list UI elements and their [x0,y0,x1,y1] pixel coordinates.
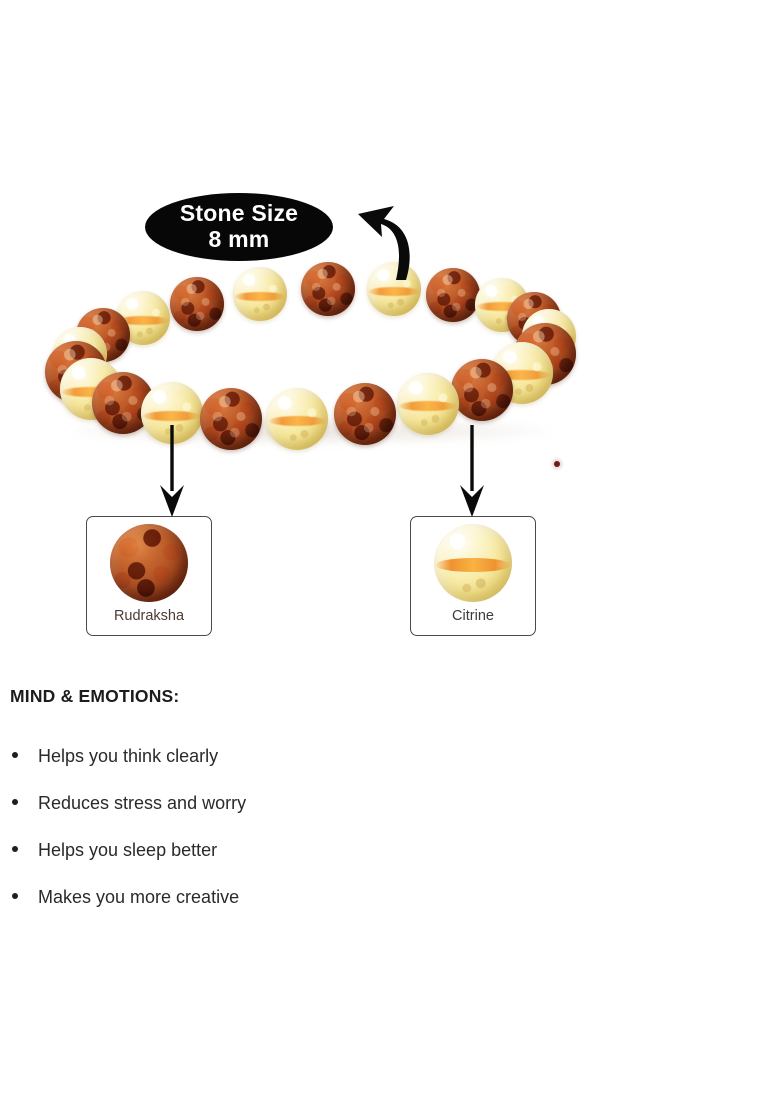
bead-rudraksha [426,267,481,322]
bracelet-bead-ring [40,262,585,450]
bead-citrine [140,382,203,445]
bead-citrine [233,267,288,322]
stone-callout-citrine: Citrine [410,516,536,636]
bead-citrine [266,387,329,450]
benefits-heading: MIND & EMOTIONS: [10,686,180,706]
stone-size-line2: 8 mm [208,226,270,252]
citrine-label: Citrine [452,608,494,624]
benefit-item: Makes you more creative [0,888,246,935]
stone-size-badge: Stone Size 8 mm [145,193,333,261]
benefit-item: Helps you think clearly [0,747,246,794]
benefit-item: Reduces stress and worry [0,794,246,841]
bullet-dot-icon [12,752,18,758]
benefit-item: Helps you sleep better [0,841,246,888]
benefit-text: Makes you more creative [38,887,240,907]
bead-rudraksha [450,358,513,421]
pointer-arrow-citrine-icon [460,425,484,517]
bead-rudraksha [333,382,396,445]
benefit-text: Helps you sleep better [38,840,218,860]
rudraksha-bead-icon [110,524,188,602]
bead-citrine [366,262,421,317]
bead-rudraksha [200,387,263,450]
stone-size-line1: Stone Size [179,200,299,227]
benefit-text: Reduces stress and worry [38,793,247,813]
stone-callout-rudraksha: Rudraksha [86,516,212,636]
bead-citrine [396,372,459,435]
bead-rudraksha [300,262,355,317]
curved-arrow-icon [358,206,410,280]
rudraksha-label: Rudraksha [113,608,185,624]
citrine-bead-icon [434,524,512,602]
product-hero: Stone Size 8 mm Rudraksha Citrine [0,0,780,660]
benefit-text: Helps you think clearly [38,746,219,766]
bullet-dot-icon [12,799,18,805]
bullet-dot-icon [12,893,18,899]
bullet-dot-icon [12,846,18,852]
bead-rudraksha [170,277,225,332]
image-speck-artifact [554,461,560,467]
pointer-arrow-rudraksha-icon [160,425,184,517]
